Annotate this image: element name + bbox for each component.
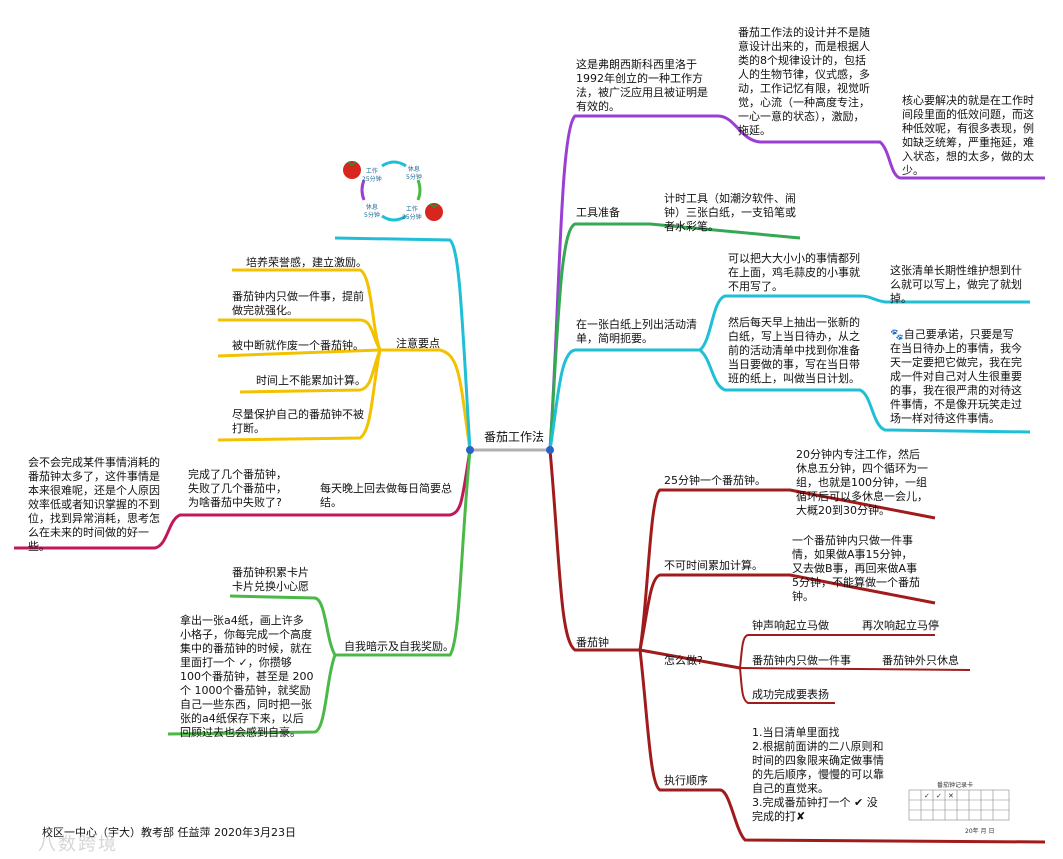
how-1b: 再次响起立马停 [862, 619, 939, 633]
purple-core: 核心要解决的就是在工作时 间段里面的低效问题，而这 种低效呢，有很多表现，例 如… [902, 94, 1034, 178]
notes-item-3: 被中断就作废一个番茄钟。 [232, 339, 364, 353]
record-card-mark-3: ✕ [948, 792, 954, 800]
tomato-r1-detail: 20分钟内专注工作，然后 休息五分钟，四个循环为一 组，也就是100分钟，一组 … [796, 448, 928, 518]
notes-item-4: 时间上不能累加计算。 [256, 374, 366, 388]
list-b1: 🐾自己要承诺，只要是写 在当日待办上的事情，我今 天一定要把它做完，我在完 成一… [890, 328, 1022, 426]
tomato-label[interactable]: 番茄钟 [576, 636, 609, 650]
how-2b: 番茄钟外只休息 [882, 654, 959, 668]
order-label[interactable]: 执行顺序 [664, 774, 708, 788]
cycle-work-1: 工作 25分钟 [362, 168, 382, 184]
cycle-rest-2: 休息 5分钟 [364, 204, 380, 220]
tomato-connector [550, 450, 640, 650]
tools-label[interactable]: 工具准备 [576, 206, 620, 220]
list-label[interactable]: 在一张白纸上列出活动清 单，简明扼要。 [576, 318, 697, 346]
tomato-icon [425, 203, 443, 221]
notes-item-1: 培养荣誉感，建立激励。 [246, 256, 367, 270]
how-label[interactable]: 怎么做? [664, 654, 703, 668]
order-detail: 1.当日清单里面找 2.根据前面讲的二八原则和 时间的四象限来确定做事情 的先后… [752, 726, 884, 824]
tomato-r1-label[interactable]: 25分钟一个番茄钟。 [664, 474, 766, 488]
center-topic[interactable]: 番茄工作法 [484, 430, 544, 444]
cycle-arrow-icon [382, 162, 406, 166]
list-b: 然后每天早上抽出一张新的 白纸，写上当日待办，从之 前的活动清单中找到你准备 当… [728, 316, 860, 386]
notes-item-2: 番茄钟内只做一件事，提前 做完就强化。 [232, 290, 364, 318]
tools-detail: 计时工具（如潮汐软件、闹 钟）三张白纸，一支铅笔或 者水彩笔。 [664, 192, 796, 234]
tomato-icon [343, 161, 361, 179]
cycle-arrow-icon [418, 180, 420, 200]
right-node-dot [546, 446, 554, 454]
review-question: 完成了几个番茄钟， 失败了几个番茄中， 为啥番茄中失败了? [188, 468, 287, 510]
reward-label[interactable]: 自我暗示及自我奖励。 [344, 640, 454, 654]
notes-label[interactable]: 注意要点 [396, 337, 440, 351]
purple-intro: 这是弗朗西斯科西里洛于 1992年创立的一种工作方 法，被广泛应用且被证明是 有… [576, 58, 708, 114]
reward-connector [335, 450, 470, 655]
tomato-r2-detail: 一个番茄钟内只做一件事 情，如果做A事15分钟， 又去做B事，再回来做A事 5分… [792, 534, 920, 604]
record-card-image: 番茄钟记录卡 ✓ ✓ ✕ 20年 月 日 [905, 780, 1015, 828]
notes-connector [380, 350, 470, 450]
purple-design: 番茄工作法的设计并不是随 意设计出来的，而是根据人 类的8个规律设计的，包括 人… [738, 26, 870, 138]
pomodoro-cycle-image: 工作 25分钟 休息 5分钟 休息 5分钟 工作 25分钟 [330, 150, 450, 230]
tomato-r2-label[interactable]: 不可时间累加计算。 [664, 559, 763, 573]
list-a: 可以把大大小小的事情都列 在上面，鸡毛蒜皮的小事就 不用写了。 [728, 252, 860, 294]
how-3: 成功完成要表扬 [752, 688, 829, 702]
cycle-rest-1: 休息 5分钟 [406, 166, 422, 182]
review-label[interactable]: 每天晚上回去做每日简要总 结。 [320, 482, 452, 510]
review-answer: 会不会完成某件事情消耗的 番茄钟太多了，这件事情是 本来很难呢，还是个人原因 效… [28, 456, 160, 554]
cycle-work-2: 工作 25分钟 [402, 206, 422, 222]
notes-item-5: 尽量保护自己的番茄钟不被 打断。 [232, 408, 364, 436]
left-node-dot [466, 446, 474, 454]
list-connector [550, 350, 700, 450]
record-card-mark-1: ✓ [924, 792, 930, 800]
record-card-mark-2: ✓ [936, 792, 942, 800]
list-a1: 这张清单长期性维护想到什 么就可以写上，做完了就划 掉。 [890, 264, 1022, 306]
watermark: 八数跨境 [38, 834, 118, 856]
record-card-grid: ✓ ✓ ✕ [905, 788, 1015, 828]
record-card-date: 20年 月 日 [965, 826, 994, 835]
reward-paper: 拿出一张a4纸，画上许多 小格子，你每完成一个高度 集中的番茄钟的时候，就在 里… [180, 614, 314, 740]
reward-cards: 番茄钟积累卡片 卡片兑换小心愿 [232, 566, 309, 594]
how-1: 钟声响起立马做 [752, 619, 829, 633]
cycle-graphic [330, 150, 450, 230]
how-2: 番茄钟内只做一件事 [752, 654, 851, 668]
